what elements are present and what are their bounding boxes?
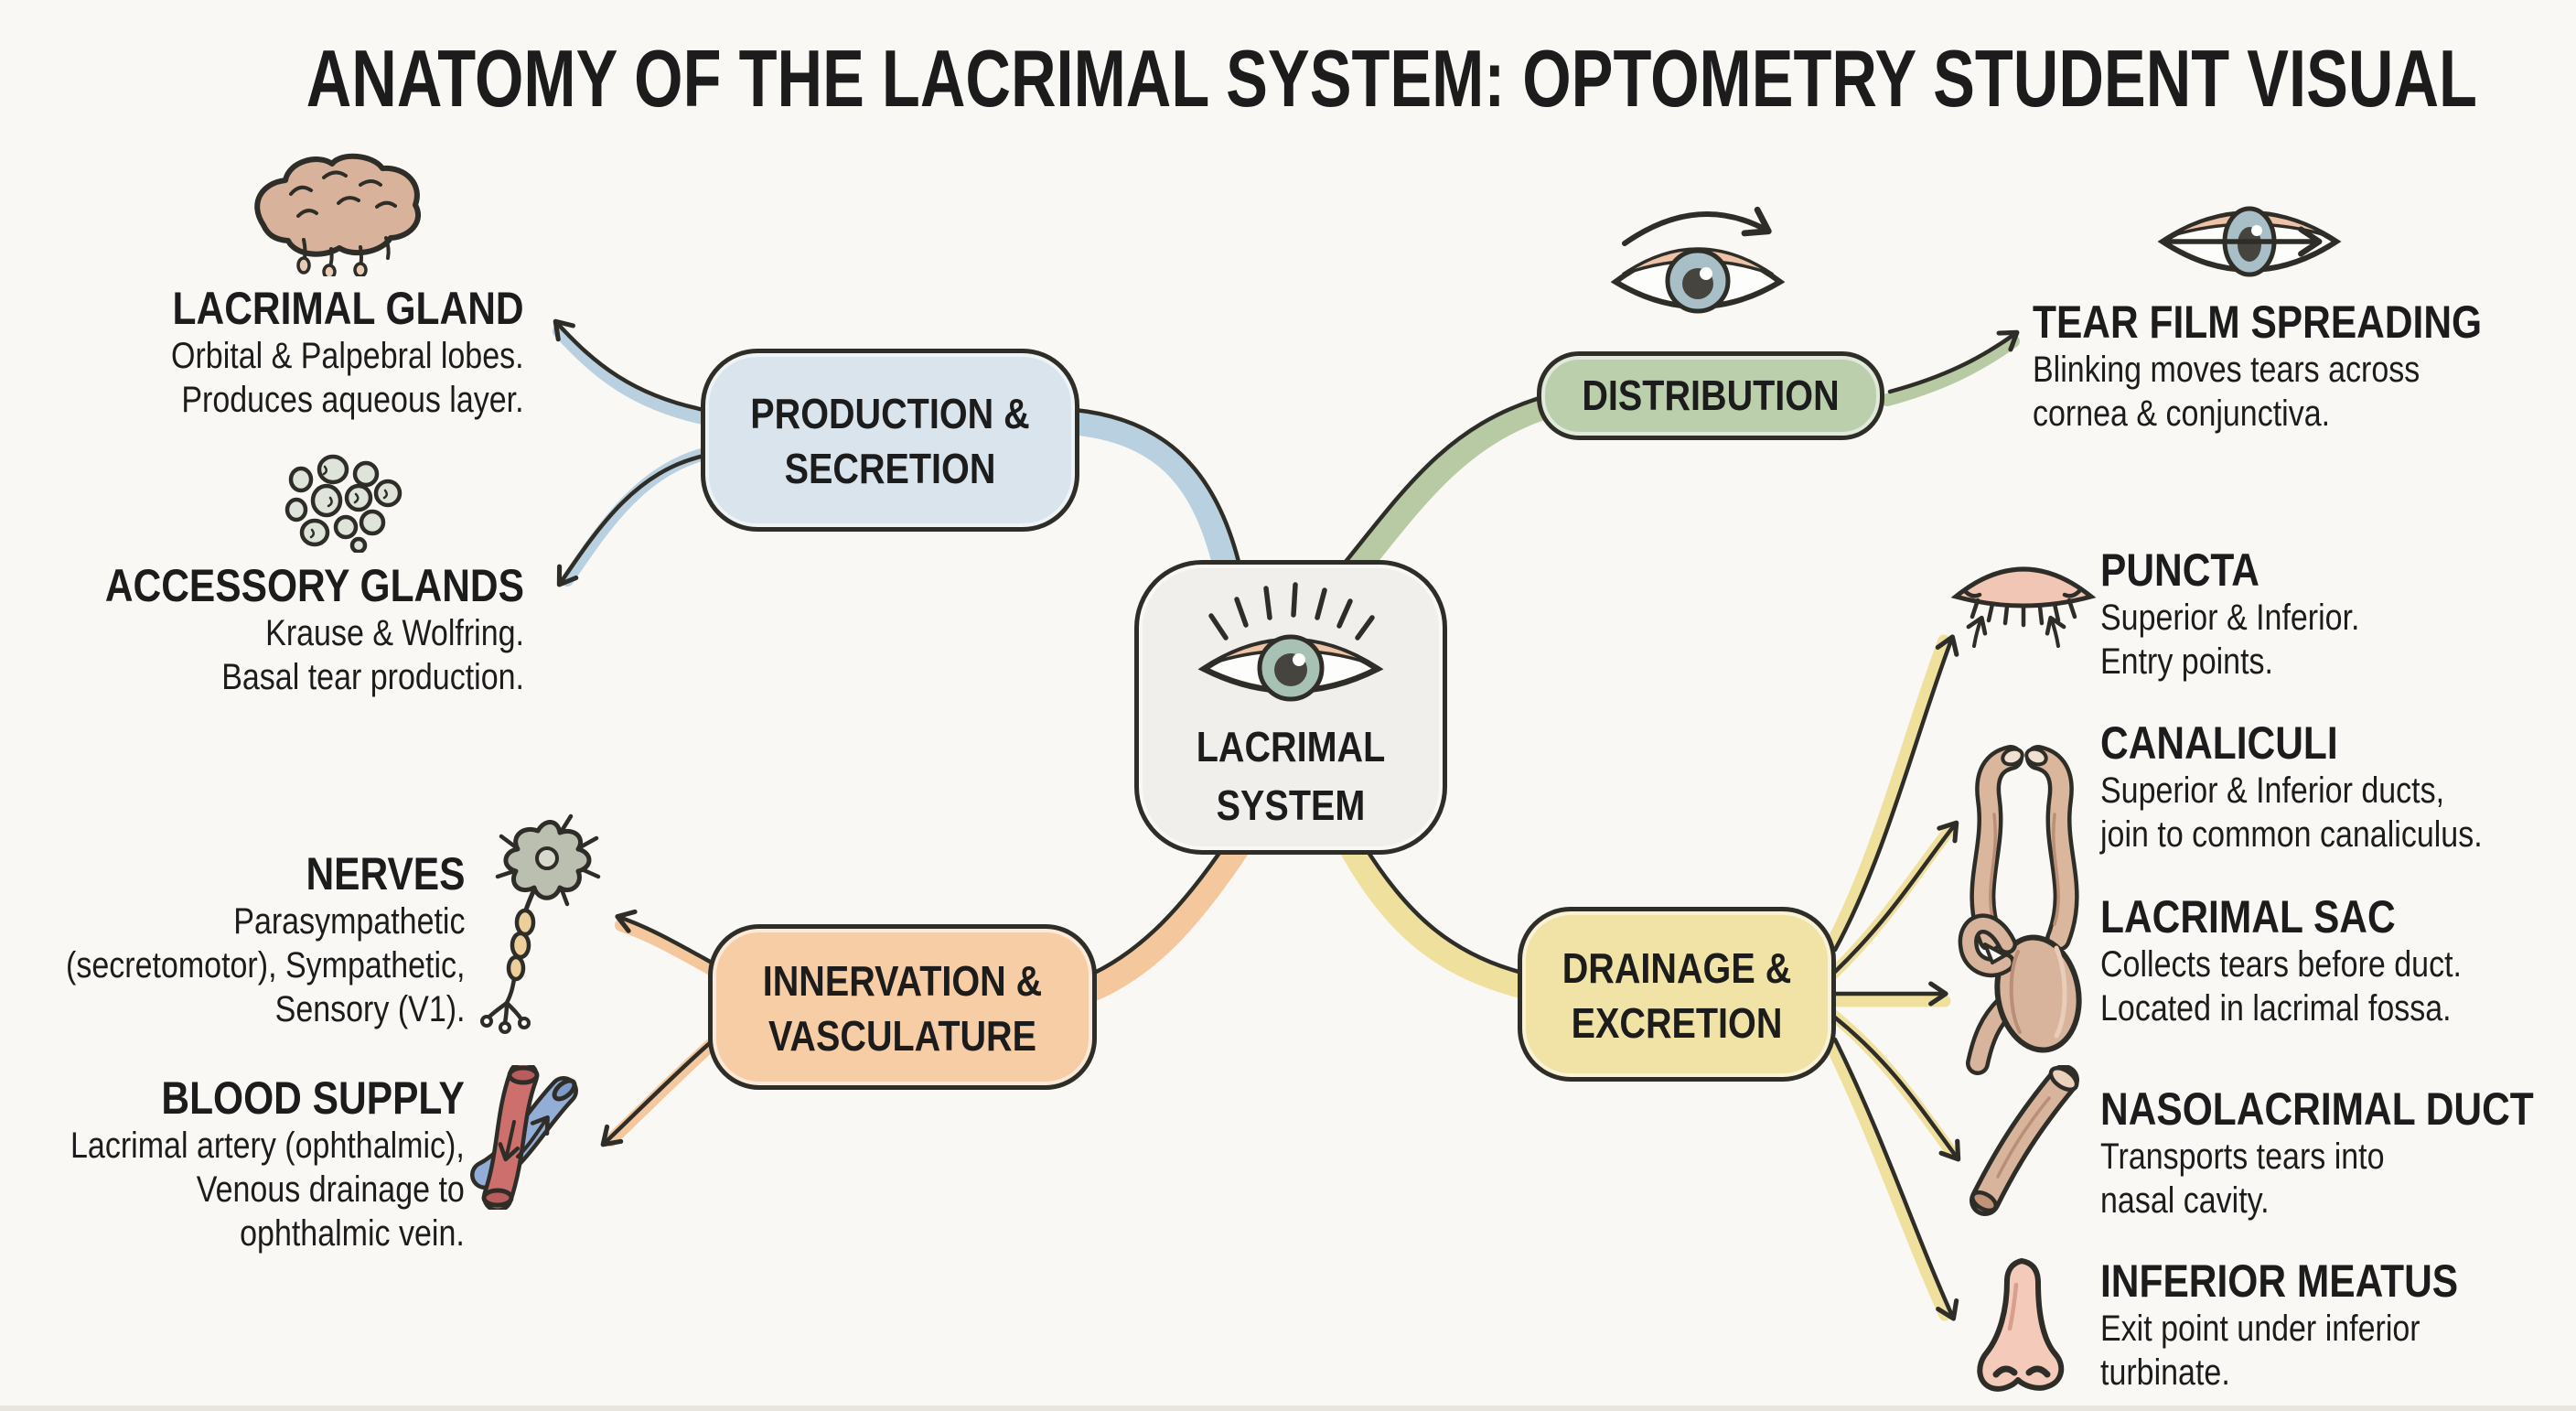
ribbon-drainage [1339, 836, 1536, 999]
detail-line: Entry points. [2100, 641, 2273, 682]
lacrimal-gland-icon [254, 153, 422, 276]
detail-line: turbinate. [2100, 1352, 2230, 1393]
detail-heading: ACCESSORY GLANDS [104, 560, 524, 611]
ribbon-production [1062, 407, 1243, 589]
detail-heading: INFERIOR MEATUS [2100, 1255, 2459, 1307]
canaliculi-block: CANALICULI Superior & Inferior ducts, jo… [2100, 717, 2483, 856]
detail-heading: NASOLACRIMAL DUCT [2100, 1083, 2534, 1135]
lacrimal-gland-block: LACRIMAL GLAND Orbital & Palpebral lobes… [171, 283, 524, 422]
blood-vessels-icon [470, 1065, 578, 1210]
detail-line: nasal cavity. [2100, 1180, 2270, 1221]
detail-line: (secretomotor), Sympathetic, [65, 945, 465, 986]
arrow-to-lacrimal-sac [1829, 981, 1951, 1007]
detail-line: Sensory (V1). [274, 989, 465, 1029]
arrow-to-canaliculi [1823, 820, 1959, 984]
node-label: LACRIMAL [1196, 723, 1386, 770]
ribbon-distribution [1338, 395, 1553, 587]
node-innervation-vasculature: INNERVATION & VASCULATURE [708, 924, 1097, 1090]
node-distribution: DISTRIBUTION [1537, 351, 1884, 440]
accessory-glands-icon [284, 454, 402, 553]
page-title: ANATOMY OF THE LACRIMAL SYSTEM: OPTOMETR… [306, 33, 2477, 124]
eye-spread-arrow-icon [2157, 206, 2342, 277]
node-label: PRODUCTION & [750, 390, 1030, 437]
detail-line: Exit point under inferior [2100, 1309, 2420, 1349]
detail-line: Lacrimal artery (ophthalmic), [70, 1126, 465, 1166]
arrow-to-inferior-meatus [1820, 1030, 1959, 1321]
closed-eyelid-puncta-icon [1950, 566, 2097, 648]
nose-icon [1977, 1258, 2065, 1392]
detail-line: Orbital & Palpebral lobes. [171, 336, 524, 376]
node-production-secretion: PRODUCTION & SECRETION [701, 349, 1079, 532]
detail-heading: BLOOD SUPPLY [161, 1072, 465, 1124]
detail-heading: NERVES [305, 848, 465, 899]
node-label: EXCRETION [1571, 999, 1783, 1047]
detail-line: Basal tear production. [221, 657, 524, 697]
node-label: DRAINAGE & [1562, 944, 1792, 992]
puncta-block: PUNCTA Superior & Inferior. Entry points… [2100, 544, 2359, 684]
node-label: SECRETION [784, 445, 996, 492]
inferior-meatus-block: INFERIOR MEATUS Exit point under inferio… [2100, 1255, 2458, 1395]
node-label: VASCULATURE [767, 1012, 1037, 1060]
arrow-to-lacrimal-gland [553, 318, 714, 425]
detail-line: ophthalmic vein. [240, 1213, 465, 1254]
detail-line: Blinking moves tears across [2033, 350, 2420, 390]
detail-heading: LACRIMAL GLAND [172, 283, 525, 334]
detail-line: Transports tears into [2100, 1136, 2385, 1177]
arrow-to-blood-supply [600, 1031, 725, 1147]
detail-line: Produces aqueous layer. [181, 380, 524, 420]
node-lacrimal-system: LACRIMAL SYSTEM [1134, 560, 1447, 855]
detail-heading: PUNCTA [2100, 544, 2259, 596]
detail-line: Collects tears before duct. [2100, 944, 2462, 985]
ribbon-innervation [1078, 836, 1250, 1003]
nerves-block: NERVES Parasympathetic (secretomotor), S… [66, 848, 465, 1031]
nasolacrimal-duct-icon [1970, 1065, 2079, 1216]
detail-heading: LACRIMAL SAC [2100, 891, 2396, 942]
detail-line: cornea & conjunctiva. [2033, 393, 2331, 434]
lacrimal-sac-icon [1958, 913, 2082, 1075]
node-drainage-excretion: DRAINAGE & EXCRETION [1518, 907, 1836, 1082]
detail-line: Located in lacrimal fossa. [2100, 988, 2452, 1029]
detail-line: Superior & Inferior. [2100, 598, 2360, 638]
canaliculi-ducts-icon [1970, 745, 2079, 950]
detail-heading: TEAR FILM SPREADING [2033, 296, 2483, 348]
detail-line: join to common canaliculus. [2100, 814, 2483, 855]
node-label: INNERVATION & [762, 957, 1043, 1005]
eye-blink-arrow-icon [1610, 206, 1786, 314]
lacrimal-sac-block: LACRIMAL SAC Collects tears before duct.… [2100, 891, 2462, 1030]
arrow-to-nerves [615, 909, 721, 977]
detail-line: Parasympathetic [232, 901, 465, 942]
arrow-to-puncta [1820, 634, 1959, 959]
blood-supply-block: BLOOD SUPPLY Lacrimal artery (ophthalmic… [70, 1072, 465, 1255]
tear-film-block: TEAR FILM SPREADING Blinking moves tears… [2033, 296, 2482, 436]
detail-line: Superior & Inferior ducts, [2100, 770, 2445, 811]
detail-line: Venous drainage to [196, 1169, 465, 1210]
node-label: SYSTEM [1216, 781, 1366, 829]
node-label: DISTRIBUTION [1582, 372, 1840, 419]
nasolacrimal-duct-block: NASOLACRIMAL DUCT Transports tears into … [2100, 1083, 2534, 1223]
accessory-glands-block: ACCESSORY GLANDS Krause & Wolfring. Basa… [105, 560, 524, 699]
arrow-to-accessory-glands [556, 446, 718, 587]
eye-icon [1197, 582, 1384, 702]
arrow-to-tear-film [1881, 329, 2020, 406]
arrow-to-nasolacrimal-duct [1823, 1006, 1961, 1162]
detail-heading: CANALICULI [2100, 717, 2338, 769]
neuron-icon [480, 813, 601, 1034]
detail-line: Krause & Wolfring. [265, 613, 524, 653]
